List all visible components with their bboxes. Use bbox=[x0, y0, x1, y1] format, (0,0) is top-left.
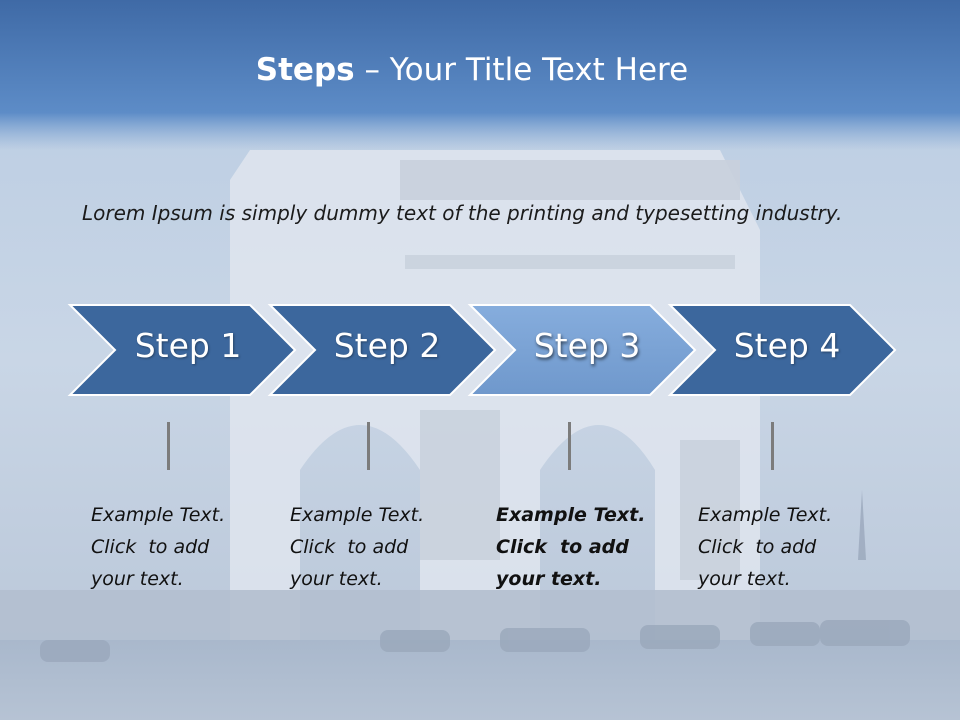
step-1-line-3: your text. bbox=[91, 568, 184, 590]
step-3-connector bbox=[568, 422, 571, 470]
step-3-line-3: your text. bbox=[496, 568, 602, 590]
step-2-line-1: Example Text. bbox=[290, 504, 425, 526]
step-chevrons bbox=[67, 304, 897, 396]
title-bold: Steps bbox=[255, 52, 355, 88]
step-4-line-1: Example Text. bbox=[698, 504, 833, 526]
step-4-chevron[interactable] bbox=[667, 304, 897, 396]
step-1-line-1: Example Text. bbox=[91, 504, 226, 526]
step-2-chevron[interactable] bbox=[267, 304, 497, 396]
step-3-description[interactable]: Example Text. Click to add your text. bbox=[496, 499, 666, 595]
step-3-label: Step 3 bbox=[533, 326, 641, 365]
step-1-line-2: Click to add bbox=[91, 536, 210, 558]
step-1-description[interactable]: Example Text. Click to add your text. bbox=[91, 499, 261, 595]
step-2-connector bbox=[367, 422, 370, 470]
step-4-description[interactable]: Example Text. Click to add your text. bbox=[698, 499, 868, 595]
step-2-line-3: your text. bbox=[290, 568, 383, 590]
step-3-chevron[interactable] bbox=[467, 304, 697, 396]
step-4-line-3: your text. bbox=[698, 568, 791, 590]
step-2-label: Step 2 bbox=[333, 326, 441, 365]
page-title: Steps – Your Title Text Here bbox=[0, 52, 944, 88]
step-4-label: Step 4 bbox=[733, 326, 841, 365]
step-2-description[interactable]: Example Text. Click to add your text. bbox=[290, 499, 460, 595]
step-2-line-2: Click to add bbox=[290, 536, 409, 558]
step-1-connector bbox=[167, 422, 170, 470]
step-4-line-2: Click to add bbox=[698, 536, 817, 558]
step-1-label: Step 1 bbox=[134, 326, 242, 365]
step-3-line-2: Click to add bbox=[496, 536, 629, 558]
title-rest: – Your Title Text Here bbox=[354, 52, 689, 88]
step-1-chevron[interactable] bbox=[67, 304, 297, 396]
step-4-connector bbox=[771, 422, 774, 470]
intro-text: Lorem Ipsum is simply dummy text of the … bbox=[82, 201, 843, 225]
step-3-line-1: Example Text. bbox=[496, 504, 646, 526]
